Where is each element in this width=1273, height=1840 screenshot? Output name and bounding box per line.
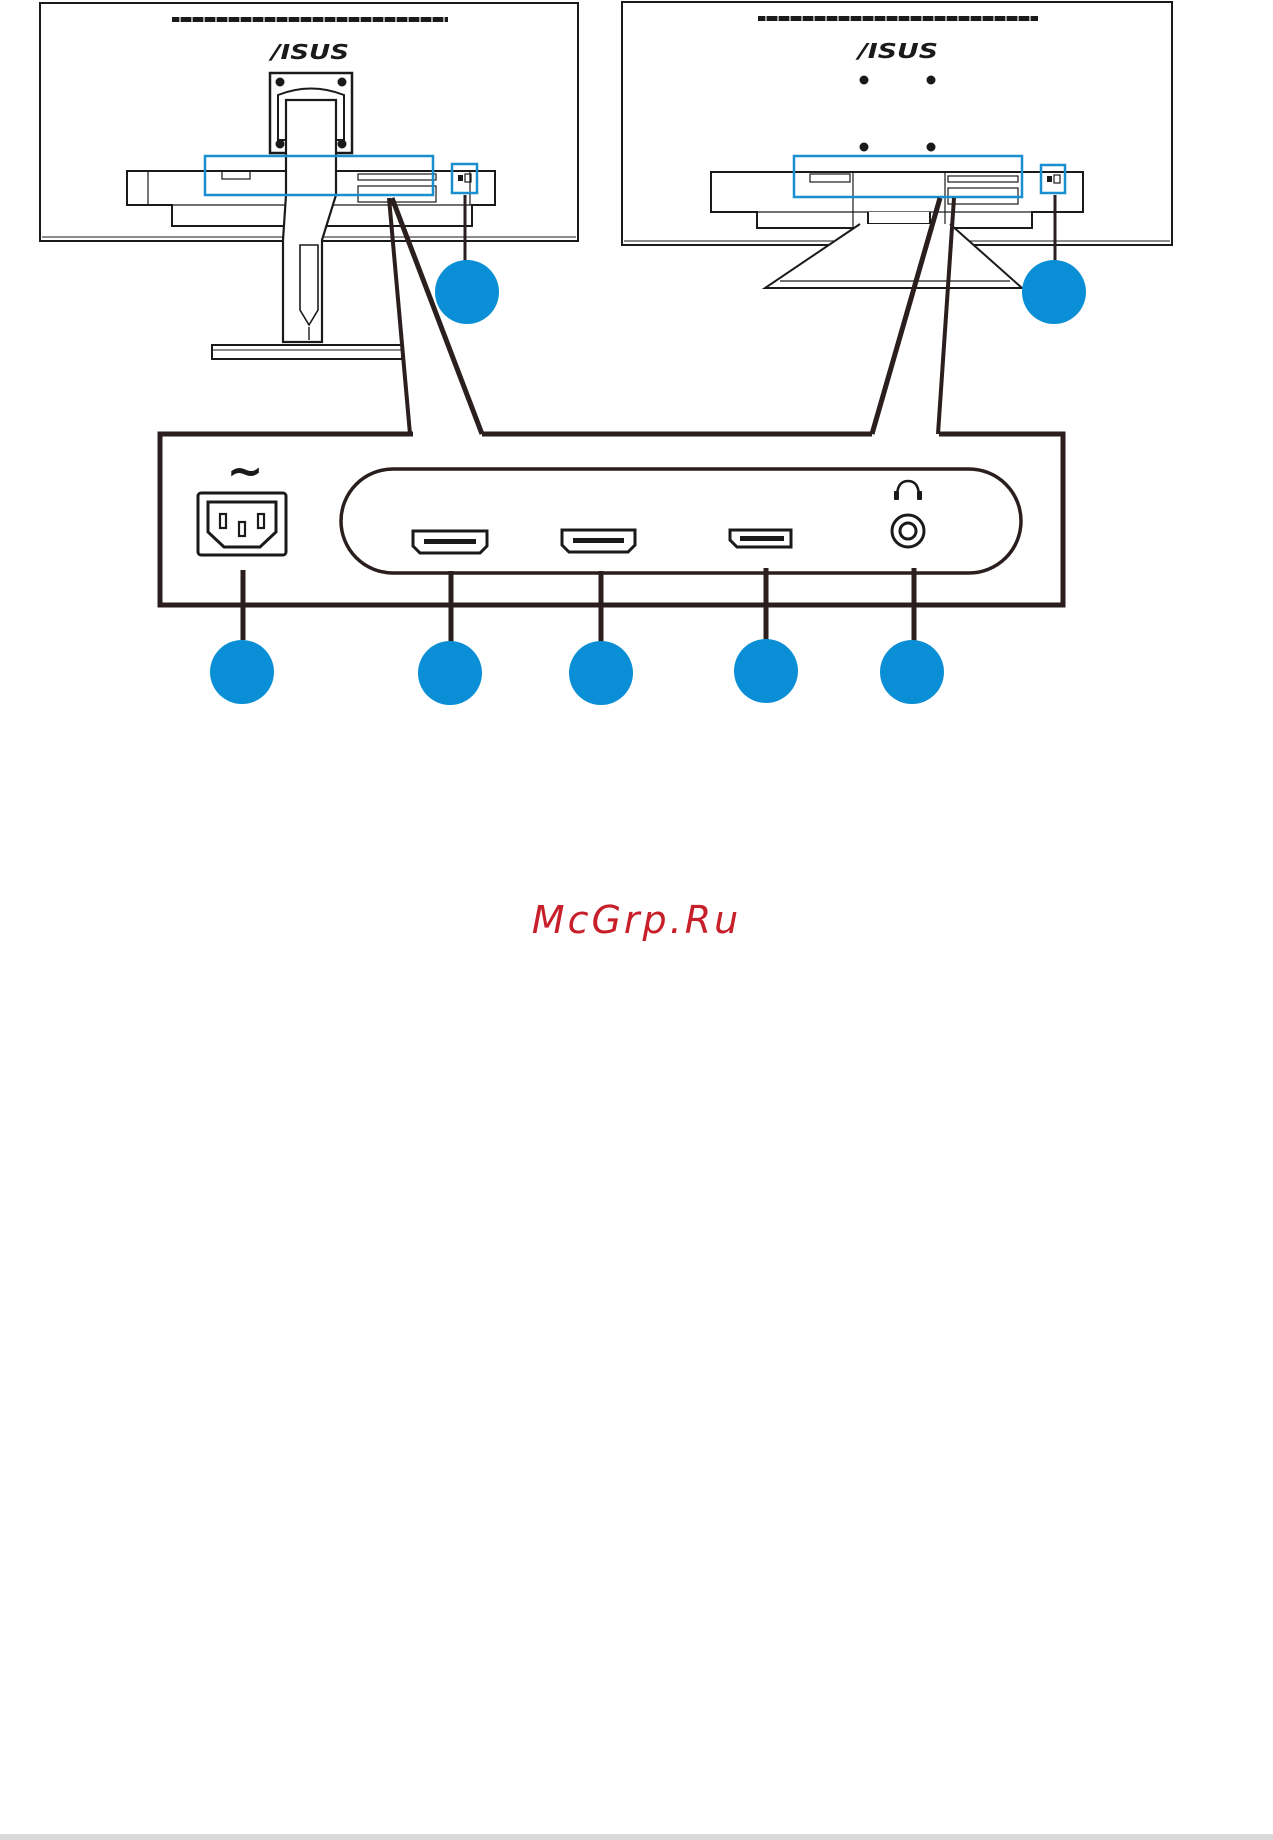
ac-power-inlet-icon: ~ (198, 446, 286, 555)
callout-marker-headphone (880, 640, 944, 704)
brand-logo: /ISUS (268, 40, 349, 64)
callout-marker-kensington-left (435, 260, 499, 324)
brand-logo: /ISUS (855, 39, 938, 63)
callout-marker-hdmi-2 (569, 641, 633, 705)
right-monitor-rear-view: /ISUS (622, 2, 1172, 288)
watermark-text: McGrp.Ru (0, 898, 1273, 942)
vent-strip (172, 17, 448, 22)
callout-marker-ac-power (210, 640, 274, 704)
callout-marker-hdmi-1 (418, 641, 482, 705)
callout-marker-kensington-right (1022, 260, 1086, 324)
page-bottom-strip (0, 1834, 1273, 1840)
callout-marker-displayport (734, 639, 798, 703)
left-monitor-rear-view: /ISUS (40, 3, 578, 359)
ac-symbol: ~ (227, 446, 264, 497)
